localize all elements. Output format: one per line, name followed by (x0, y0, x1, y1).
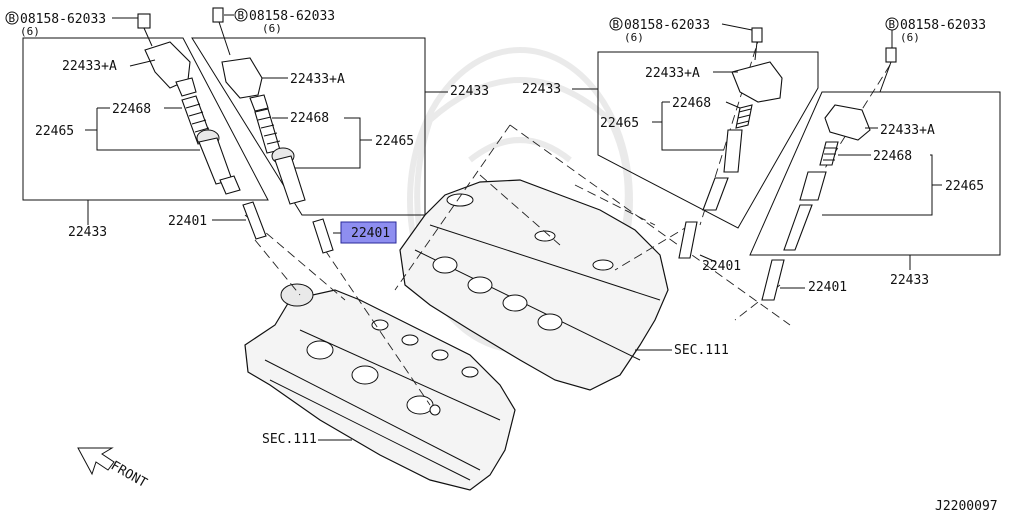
section-ref-right: SEC.111 (635, 343, 729, 358)
svg-text:22401: 22401 (808, 280, 847, 295)
svg-text:08158-62033: 08158-62033 (20, 12, 106, 27)
svg-text:08158-62033: 08158-62033 (249, 9, 335, 24)
svg-text:22401: 22401 (168, 214, 207, 229)
coil-right-2 (783, 47, 897, 251)
svg-text:22433+A: 22433+A (880, 123, 935, 138)
bolt-label-2: B 08158-62033 (6) (224, 8, 335, 35)
svg-text:22433+A: 22433+A (62, 59, 117, 74)
plug-right-1 (678, 221, 698, 259)
right-cylinder-head (399, 179, 669, 391)
assembly-box-right-1 (597, 51, 819, 229)
svg-text:22468: 22468 (672, 96, 711, 111)
svg-text:SEC.111: SEC.111 (262, 432, 317, 447)
labels-box-right-1: 22433 22433+A 22468 22465 22401 (522, 66, 741, 274)
assembly-box-right-2 (749, 91, 1001, 256)
front-arrow-icon (77, 447, 115, 476)
svg-text:22433: 22433 (522, 82, 561, 97)
svg-text:08158-62033: 08158-62033 (624, 18, 710, 33)
bolt-label-1: B 08158-62033 (6) (5, 11, 138, 38)
figure-id: J2200097 (935, 499, 998, 511)
svg-text:(6): (6) (262, 22, 282, 35)
svg-text:22465: 22465 (945, 179, 984, 194)
plug-right-2 (761, 259, 785, 301)
coil-left-2 (212, 7, 306, 205)
svg-text:B: B (238, 9, 245, 22)
svg-text:22433+A: 22433+A (645, 66, 700, 81)
coil-right-1 (702, 27, 783, 211)
svg-text:(6): (6) (20, 25, 40, 38)
plug-label-highlighted[interactable]: 22401 (333, 221, 397, 244)
svg-text:B: B (9, 12, 16, 25)
svg-text:22401: 22401 (702, 259, 741, 274)
svg-text:B: B (889, 18, 896, 31)
svg-text:22401: 22401 (351, 226, 390, 241)
coil-left-1 (137, 13, 241, 195)
plug-left-2 (312, 218, 334, 254)
left-cylinder-head (244, 283, 516, 491)
svg-text:(6): (6) (900, 31, 920, 44)
svg-text:22465: 22465 (375, 134, 414, 149)
labels-box-left-1: 22433+A 22468 22465 22433 22401 (35, 59, 246, 240)
svg-text:SEC.111: SEC.111 (674, 343, 729, 358)
assembly-box-left-2 (191, 37, 426, 216)
svg-text:08158-62033: 08158-62033 (900, 18, 986, 33)
svg-text:22468: 22468 (290, 111, 329, 126)
svg-text:22465: 22465 (35, 124, 74, 139)
svg-text:22433+A: 22433+A (290, 72, 345, 87)
svg-text:B: B (613, 18, 620, 31)
svg-text:22433: 22433 (450, 84, 489, 99)
assembly-box-left-1 (22, 37, 269, 201)
svg-text:(6): (6) (624, 31, 644, 44)
svg-text:22433: 22433 (890, 273, 929, 288)
plug-left-1 (242, 201, 267, 240)
front-label: FRONT (108, 458, 150, 491)
labels-box-right-2: 22433+A 22468 22465 22433 22401 (780, 123, 984, 295)
labels-box-left-2: 22433+A 22468 22465 22433 (262, 72, 489, 169)
svg-text:22468: 22468 (112, 102, 151, 117)
section-ref-left: SEC.111 (262, 432, 352, 447)
bolt-label-4: B 08158-62033 (6) (885, 17, 986, 48)
bolt-label-3: B 08158-62033 (6) (609, 17, 753, 44)
svg-text:22465: 22465 (600, 116, 639, 131)
svg-text:22433: 22433 (68, 225, 107, 240)
svg-text:22468: 22468 (873, 149, 912, 164)
